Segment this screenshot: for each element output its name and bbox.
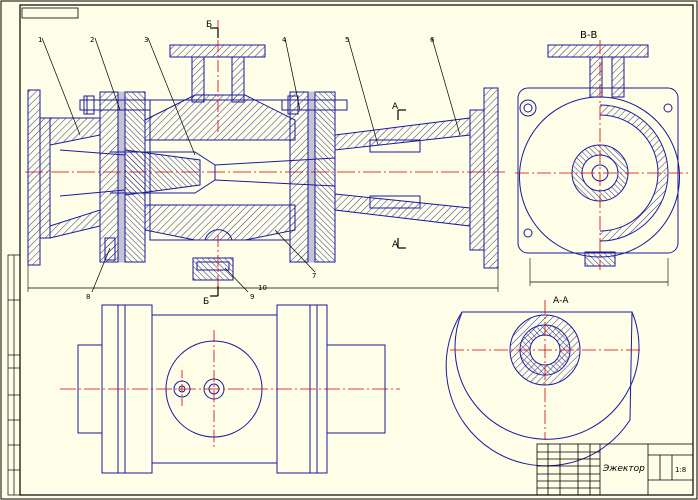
left-margin-stamp — [7, 254, 21, 496]
leader-lines — [41, 37, 461, 293]
callout-10: 10 — [258, 284, 267, 292]
view-label-aa: А-А — [553, 296, 569, 306]
callout-6: 6 — [430, 36, 435, 44]
section-label-a-bottom: A — [392, 240, 399, 250]
callout-8: 8 — [86, 293, 90, 301]
section-label-a-top: A — [392, 102, 399, 112]
callout-7: 7 — [312, 272, 316, 280]
section-vv-view — [515, 40, 690, 286]
callout-2: 2 — [90, 36, 94, 44]
plan-view — [60, 304, 400, 474]
callout-1: 1 — [38, 36, 42, 44]
section-labels: Б Б A A В-В А-А — [203, 20, 597, 307]
section-label-b-bottom: Б — [203, 297, 209, 307]
longitudinal-section — [25, 20, 505, 292]
callout-4: 4 — [282, 36, 287, 44]
callout-9: 9 — [250, 293, 254, 301]
title-block-scale: 1:8 — [675, 466, 686, 474]
section-aa-view — [445, 300, 640, 467]
section-markers — [210, 27, 406, 297]
callout-numbers: 1 2 3 4 5 6 7 8 9 10 — [38, 36, 435, 301]
title-block — [536, 443, 694, 496]
section-label-b-top: Б — [206, 20, 212, 30]
callout-3: 3 — [144, 36, 148, 44]
title-block-name: Эжектор — [602, 464, 645, 474]
view-label-vv: В-В — [580, 30, 597, 41]
callout-5: 5 — [345, 36, 349, 44]
